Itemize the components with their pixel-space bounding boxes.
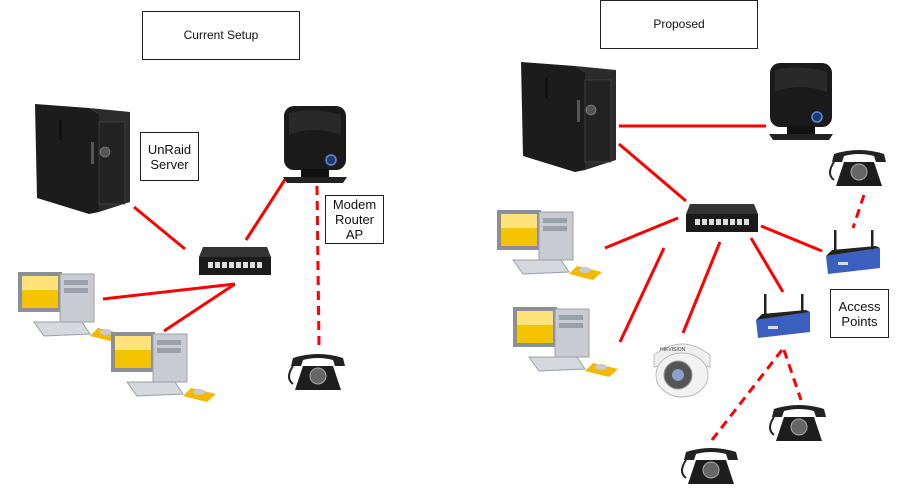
desktop-pc-icon [497,210,602,280]
proposed-title-text: Proposed [653,17,705,31]
modem-label-line2: Router [334,212,375,227]
network-switch-icon [199,247,271,275]
link-switch-pc2 [163,282,236,333]
desktop-pc-icon [18,272,123,342]
desktop-pc-icon [111,332,216,402]
server-label: UnRaid Server [140,132,199,181]
svg-text:HIKVISION: HIKVISION [660,347,686,353]
link-switch-camera [681,241,722,334]
link-modem-switch [244,177,288,241]
wireless-modem-phone [315,185,321,347]
access-points-label-line1: Access [838,298,881,314]
modem-label-line1: Modem [332,197,377,212]
proposed-title: Proposed [600,0,758,49]
modem-router-icon [769,63,833,140]
wireless-access-point-icon [826,230,880,274]
rotary-phone-icon [829,150,886,186]
link-switch-pc1-proposed [604,216,679,250]
link-server-switch [133,205,186,251]
current-setup-title: Current Setup [142,11,300,60]
wireless-ap2-phone-right [782,349,803,401]
modem-label: Modem Router AP [325,195,384,244]
server-label-text: UnRaid Server [147,141,192,172]
network-switch-icon [686,204,758,232]
security-camera-icon: HIKVISION [653,343,711,398]
modem-label-line3: AP [345,227,364,242]
link-switch-ap2 [749,237,785,293]
access-points-label: Access Points [830,289,889,338]
rotary-phone-icon [288,354,345,390]
link-switch-pc1 [102,282,236,301]
tower-server-icon [35,104,130,214]
desktop-pc-icon [513,307,618,377]
current-setup-title-text: Current Setup [183,28,259,42]
rotary-phone-icon [769,405,826,441]
link-server-switch-proposed [618,142,687,203]
link-switch-ap1 [760,224,823,253]
modem-router-icon [283,106,347,183]
rotary-phone-icon [681,448,738,484]
wireless-ap1-phone [851,194,866,229]
wireless-ap2-phone-left [710,349,784,441]
tower-server-icon [521,62,616,172]
link-switch-pc2-proposed [618,247,666,343]
wireless-access-point-icon [756,294,810,338]
access-points-label-line2: Points [841,313,878,329]
